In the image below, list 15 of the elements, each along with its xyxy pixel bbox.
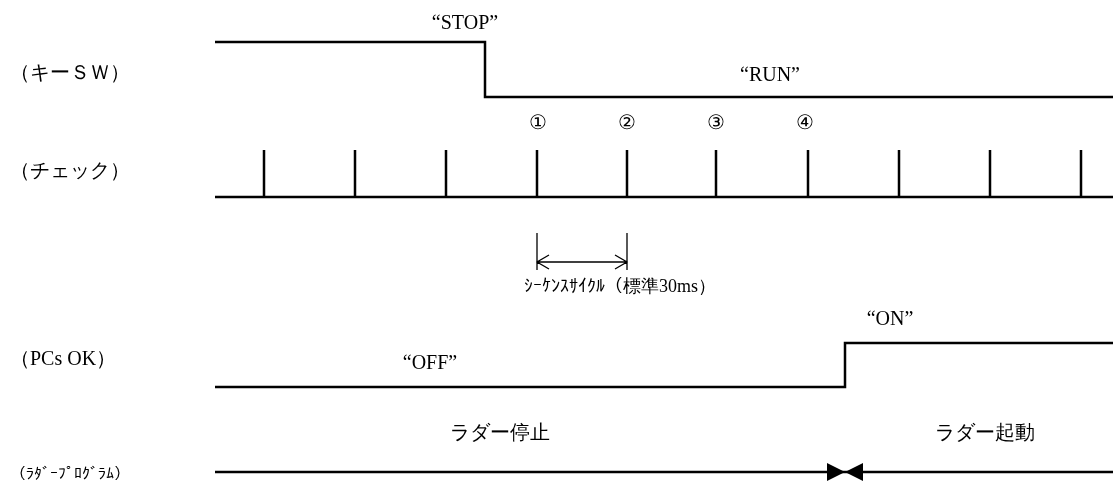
signal-name: （ﾗﾀﾞｰﾌﾟﾛｸﾞﾗﾑ）: [10, 466, 130, 481]
state-label: “OFF”: [402, 352, 458, 372]
signal-name: （PCs OK）: [10, 348, 117, 368]
signal-name: （キーＳＷ）: [10, 62, 130, 82]
callout-number: ③: [707, 112, 725, 132]
state-label: “ON”: [866, 308, 914, 328]
callout-number: ④: [796, 112, 814, 132]
state-label: “RUN”: [740, 64, 800, 84]
state-label: “STOP”: [431, 12, 499, 32]
state-label: ラダー起動: [935, 422, 1035, 442]
dimension-label: ｼｰｹﾝｽｻｲｸﾙ（標準30ms）: [524, 277, 716, 295]
callout-number: ①: [529, 112, 547, 132]
signal-name: （チェック）: [10, 160, 130, 180]
callout-number: ②: [618, 112, 636, 132]
state-label: ラダー停止: [450, 422, 550, 442]
